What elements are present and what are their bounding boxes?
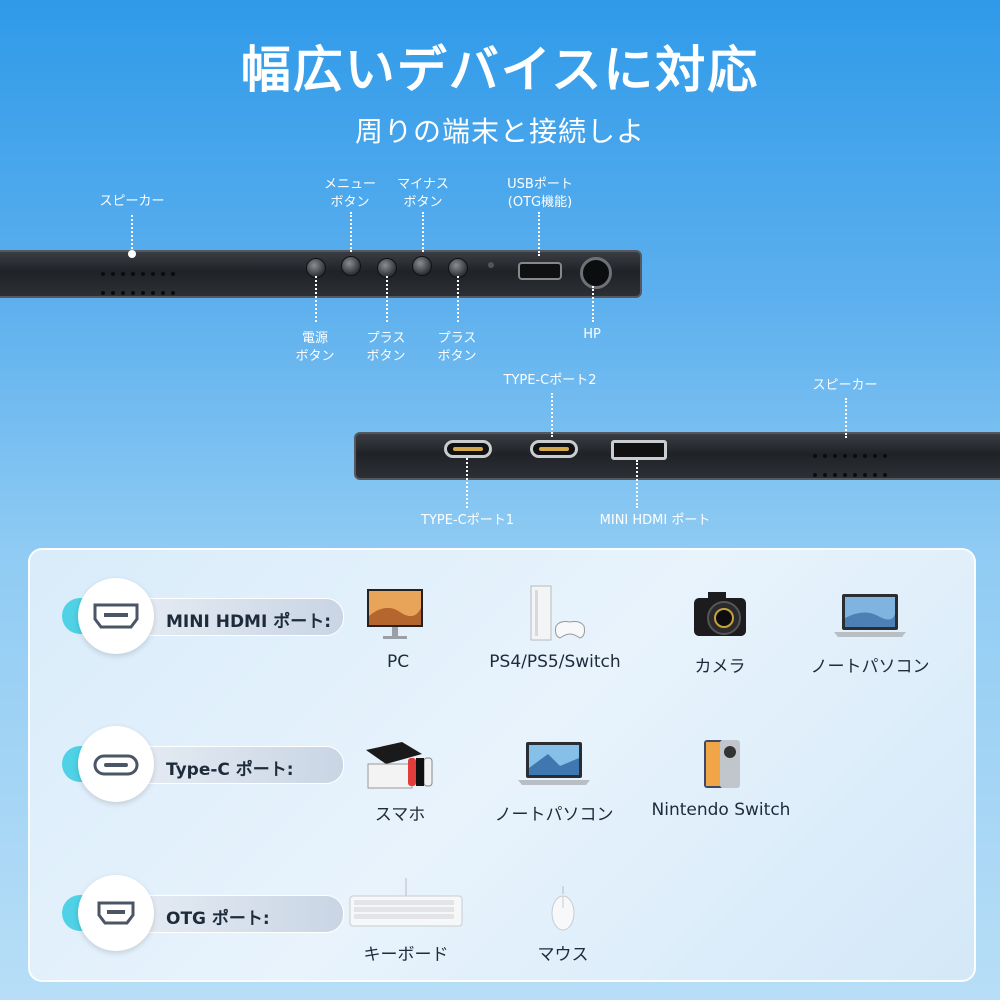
speaker-grille	[98, 262, 178, 300]
plus-button-label-1: プラスボタン	[366, 331, 406, 364]
power-callout-line	[315, 276, 317, 322]
device-label: ノートパソコン	[810, 657, 930, 677]
device-label: Nintendo Switch	[651, 800, 791, 820]
speaker-label-top: スピーカー	[99, 194, 165, 209]
switch-console-image	[366, 742, 433, 789]
plus-button-2	[448, 258, 468, 278]
plus1-callout-line	[386, 276, 388, 322]
led-indicator	[488, 262, 494, 268]
device-label: カメラ	[694, 657, 746, 677]
speaker-label-bottom: スピーカー	[812, 378, 878, 393]
usb-c-port-icon	[93, 754, 139, 776]
hp-callout-line	[592, 286, 594, 322]
page-title: 幅広いデバイスに対応	[240, 41, 760, 99]
menu-callout-line	[350, 212, 352, 252]
laptop-image	[518, 742, 590, 785]
mini-hdmi-callout-line	[636, 460, 638, 508]
menu-button-label: メニューボタン	[323, 177, 376, 210]
plus2-callout-line	[457, 276, 459, 322]
minus-button-label: マイナスボタン	[397, 177, 449, 210]
speaker-callout-dot	[128, 250, 136, 258]
type-c-2-callout-line	[551, 393, 553, 437]
speaker-grille-bottom	[810, 444, 890, 482]
power-button-label: 電源ボタン	[295, 331, 335, 364]
device-label: ノートパソコン	[494, 805, 614, 825]
mini-hdmi-port	[611, 440, 667, 460]
mini-hdmi-label: MINI HDMI ポート	[599, 513, 711, 528]
laptop-image	[834, 594, 906, 637]
type-c-port-1	[444, 440, 492, 458]
type-c-port-2	[530, 440, 578, 458]
menu-button	[341, 256, 361, 276]
device-label: スマホ	[374, 805, 426, 825]
hdmi-port-icon	[93, 603, 139, 629]
port-label-otg: OTG ポート:	[166, 909, 270, 929]
hp-label: HP	[583, 327, 601, 342]
console-image	[530, 585, 585, 641]
port-label-hdmi: MINI HDMI ポート:	[166, 612, 332, 632]
headphone-jack	[580, 257, 612, 289]
camera-image	[694, 592, 746, 636]
usb-port-label: USBポート(OTG機能)	[507, 177, 573, 210]
plus-button-label-2: プラスボタン	[437, 331, 477, 364]
type-c-1-callout-line	[466, 458, 468, 508]
port-label-type-c: Type-C ポート:	[166, 760, 294, 780]
usb-otg-port	[518, 262, 562, 280]
minus-callout-line	[422, 212, 424, 252]
device-label: PS4/PS5/Switch	[489, 652, 621, 672]
speaker-bottom-callout-line	[845, 398, 847, 438]
smartphone-image	[704, 740, 740, 788]
speaker-callout-line	[131, 215, 133, 253]
type-c-1-label: TYPE-Cポート1	[421, 513, 514, 528]
power-button	[306, 258, 326, 278]
device-label: マウス	[537, 945, 589, 965]
device-label: PC	[386, 652, 410, 672]
type-c-2-label: TYPE-Cポート2	[503, 373, 597, 388]
keyboard-image	[349, 878, 463, 927]
page-subtitle: 周りの端末と接続しよ	[354, 115, 645, 148]
device-label: キーボード	[363, 945, 449, 965]
otg-port-icon	[97, 901, 135, 925]
usb-callout-line	[538, 212, 540, 256]
minus-button	[412, 256, 432, 276]
mouse-image	[551, 886, 575, 931]
plus-button-1	[377, 258, 397, 278]
pc-monitor-image	[367, 589, 423, 639]
